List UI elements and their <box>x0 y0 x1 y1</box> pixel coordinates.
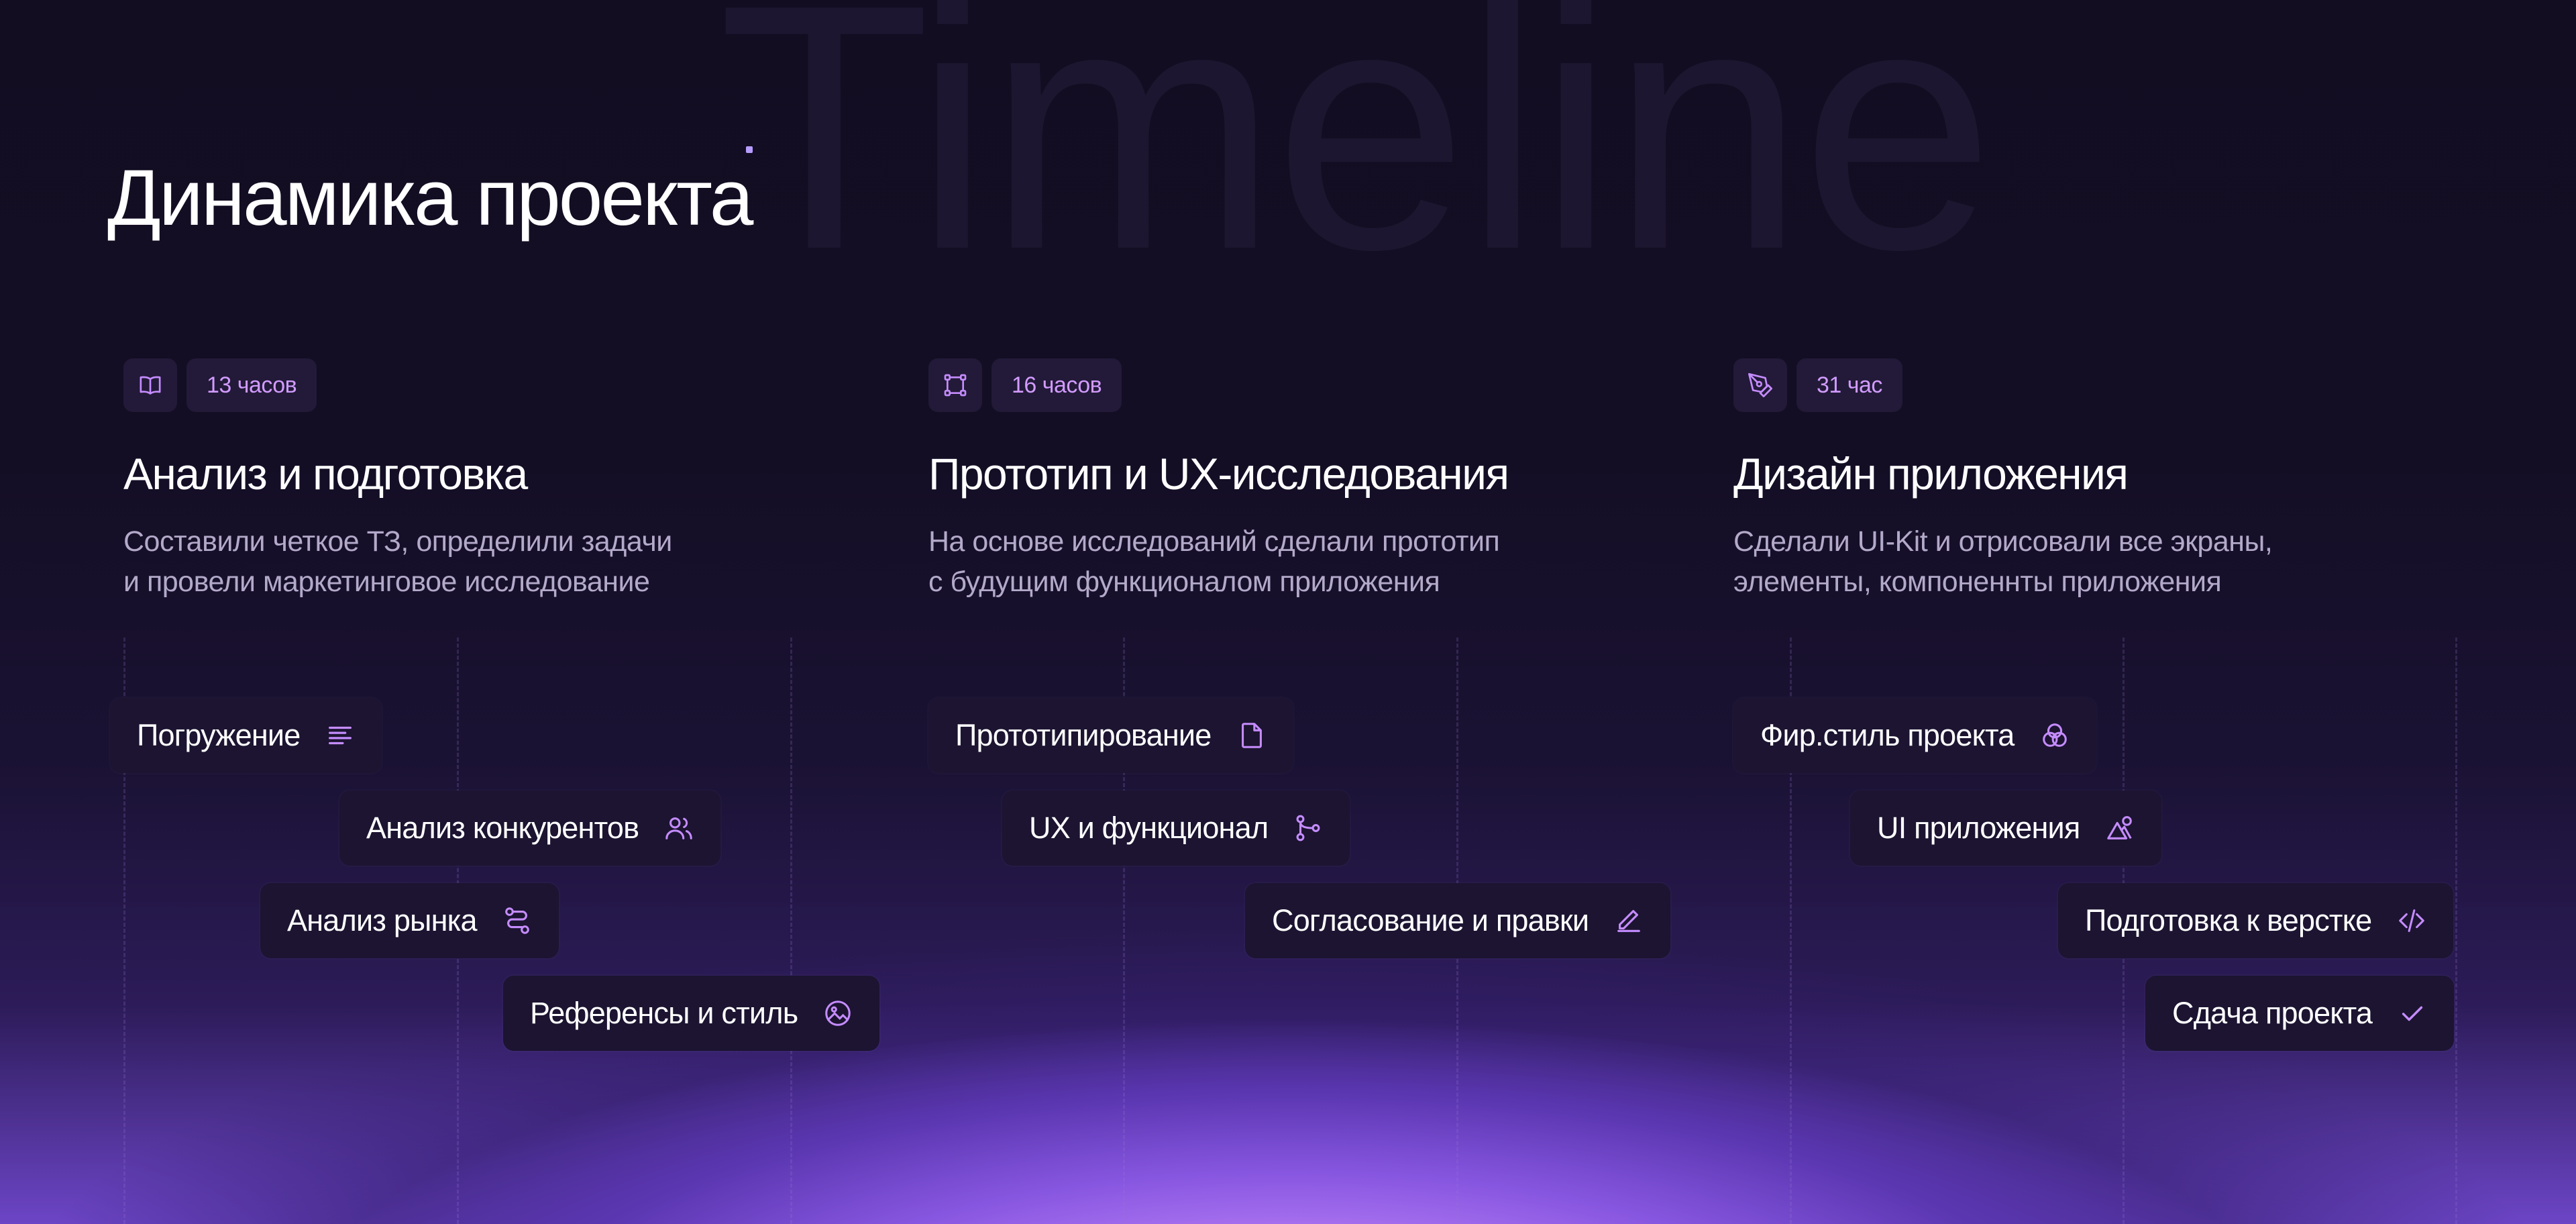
timeline-guide <box>1790 638 1792 1224</box>
task-card[interactable]: Сдача проекта <box>2145 976 2455 1051</box>
timeline-guide <box>1123 638 1125 1224</box>
stage-design: 31 час Дизайн приложения Сделали UI-Kit … <box>1733 358 2498 602</box>
hours-badge: 13 часов <box>186 358 317 412</box>
stage-meta: 16 часов <box>928 358 1693 412</box>
task-card[interactable]: Референсы и стиль <box>503 976 880 1051</box>
shapes-icon <box>2104 812 2136 844</box>
task-card[interactable]: Согласование и правки <box>1245 883 1671 958</box>
task-card[interactable]: UI приложения <box>1850 790 2162 866</box>
timeline-guide <box>790 638 792 1224</box>
timeline-guide <box>123 638 125 1224</box>
git-branch-icon <box>1292 812 1324 844</box>
task-card[interactable]: Погружение <box>110 698 382 773</box>
circles-icon <box>2039 719 2071 752</box>
code-icon <box>2396 905 2428 937</box>
stage-title: Анализ и подготовка <box>123 449 528 499</box>
task-card[interactable]: Подготовка к верстке <box>2058 883 2454 958</box>
image-icon <box>822 997 854 1029</box>
task-card[interactable]: UX и функционал <box>1002 790 1350 866</box>
task-card[interactable]: Анализ конкурентов <box>339 790 721 866</box>
stage-prototype: 16 часов Прототип и UX-исследования На о… <box>928 358 1693 602</box>
stage-description: Составили четкое ТЗ, определили задачи и… <box>123 525 672 598</box>
users-icon <box>663 812 695 844</box>
text-align-icon <box>324 719 356 752</box>
stage-meta: 31 час <box>1733 358 2498 412</box>
document-icon <box>1236 719 1268 752</box>
pen-tool-icon <box>1733 358 1787 412</box>
book-open-icon <box>123 358 177 412</box>
task-card[interactable]: Прототипирование <box>928 698 1293 773</box>
hours-badge: 16 часов <box>991 358 1122 412</box>
hours-badge: 31 час <box>1796 358 1902 412</box>
stage-analysis: 13 часов Анализ и подготовка Составили ч… <box>123 358 888 602</box>
stage-meta: 13 часов <box>123 358 888 412</box>
task-card[interactable]: Анализ рынка <box>260 883 559 958</box>
route-icon <box>501 905 533 937</box>
vector-frame-icon <box>928 358 982 412</box>
stage-title: Дизайн приложения <box>1733 449 2129 499</box>
task-card[interactable]: Фир.стиль проекта <box>1733 698 2096 773</box>
stage-title: Прототип и UX-исследования <box>928 449 1509 499</box>
page-title: Динамика проекта <box>107 154 753 242</box>
accent-dot <box>746 146 753 153</box>
timeline-guide <box>2455 638 2457 1224</box>
background-watermark: Timeline <box>718 0 1995 322</box>
stage-description: На основе исследований сделали прототип … <box>928 525 1500 598</box>
stage-description: Сделали UI-Kit и отрисовали все экраны, … <box>1733 525 2273 598</box>
check-icon <box>2396 997 2428 1029</box>
pencil-icon <box>1613 905 1645 937</box>
